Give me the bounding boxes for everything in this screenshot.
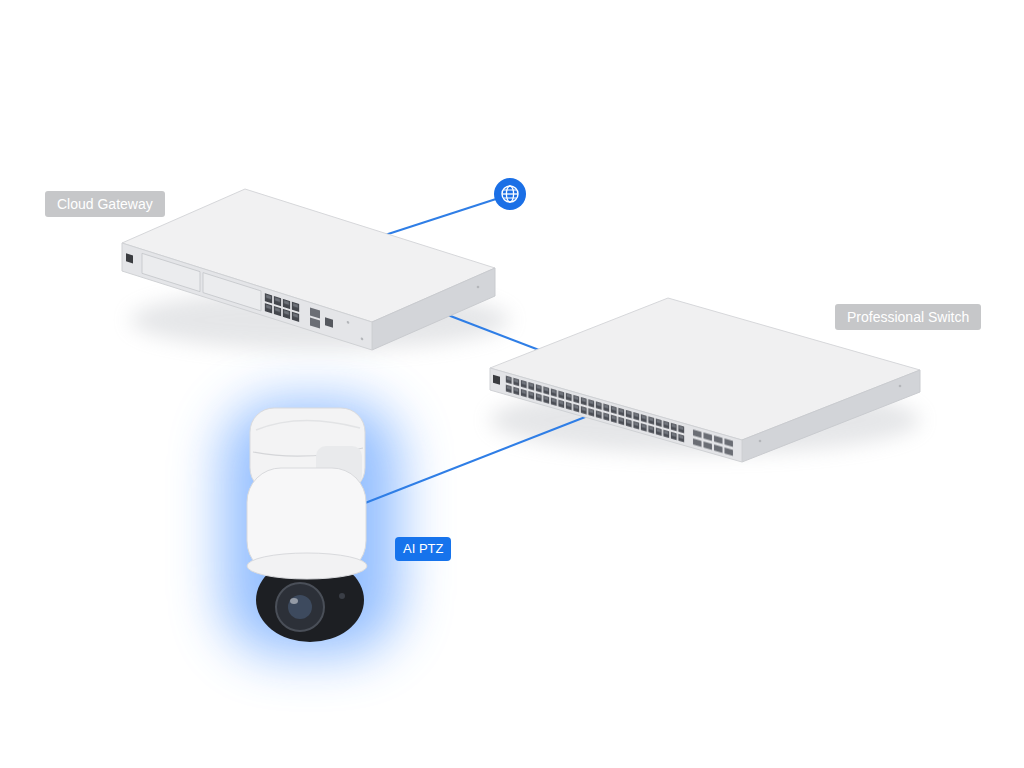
wan-port — [325, 317, 333, 328]
gateway-front-details — [126, 248, 363, 343]
camera-lens — [276, 583, 324, 631]
gateway-illustration — [122, 189, 495, 350]
device-label-pill: Professional Switch — [835, 304, 981, 330]
gateway-front — [122, 243, 372, 350]
internet-wire — [385, 199, 496, 235]
switch-front-details — [493, 371, 734, 458]
sfp-ports — [692, 428, 734, 458]
switch-side — [742, 370, 920, 462]
ethernet-ports — [505, 374, 685, 443]
camera-illustration — [247, 408, 367, 642]
globe-disc — [494, 178, 526, 210]
screw — [899, 385, 902, 388]
network-cable — [360, 405, 616, 505]
screw — [759, 440, 762, 443]
console-port — [493, 375, 500, 385]
power-button — [126, 253, 133, 263]
screw — [347, 321, 350, 324]
camera-glow — [222, 400, 400, 655]
device-node: AI PTZ — [260, 430, 360, 600]
lens-reflection — [290, 598, 298, 604]
globe-latitudes — [504, 190, 517, 198]
device-label: AI PTZ — [403, 541, 443, 556]
device-label-pill: Cloud Gateway — [45, 191, 165, 217]
mount-cap-edge — [256, 420, 360, 430]
drive-bay — [142, 253, 200, 291]
dome-lip — [247, 553, 367, 579]
screw — [477, 286, 480, 289]
device-label-pill: AI PTZ — [395, 537, 451, 561]
device-label: Cloud Gateway — [57, 196, 153, 212]
drive-bay — [203, 273, 261, 311]
globe-equator — [502, 193, 518, 194]
globe-icon — [494, 178, 526, 210]
lens-glass — [288, 595, 312, 619]
device-label: Professional Switch — [847, 309, 969, 325]
globe-outline — [502, 186, 518, 202]
device-node: Professional Switch — [560, 355, 840, 405]
screw — [361, 337, 364, 340]
switch-front — [490, 368, 742, 462]
sfp-port — [310, 317, 320, 328]
ir-sensor — [339, 593, 345, 599]
gateway-side — [372, 268, 495, 350]
device-node: Cloud Gateway — [250, 255, 440, 315]
ethernet-ports — [264, 292, 300, 323]
sfp-port — [310, 307, 320, 318]
